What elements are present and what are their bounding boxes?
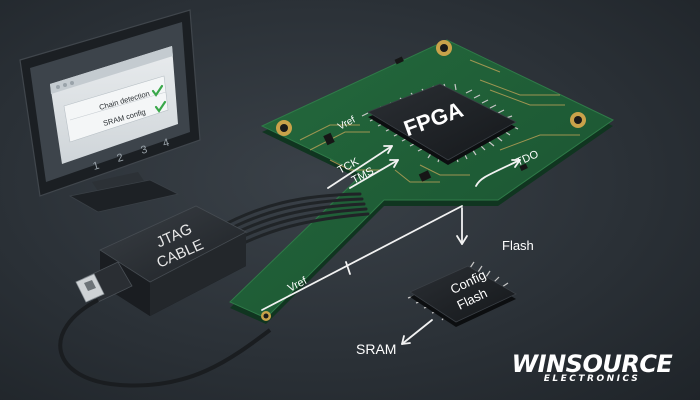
tms-arrow: [349, 159, 399, 189]
brand-subtitle: ELECTRONICS: [543, 374, 641, 384]
sram-label: SRAM: [356, 341, 396, 357]
mounting-hole: [276, 120, 292, 136]
brand-name: WINSOURCE: [511, 350, 673, 378]
step-number: 1: [92, 160, 101, 173]
window-dot: [63, 83, 67, 87]
pcb-board: [229, 39, 614, 324]
smd-component: [418, 170, 432, 182]
fpga-chip: [361, 83, 519, 165]
mounting-hole: [570, 112, 586, 128]
tck-arrow: [327, 145, 393, 189]
smd-component: [394, 56, 404, 65]
mounting-hole: [261, 311, 271, 321]
smd-component: [519, 163, 528, 171]
winsource-logo: WINSOURCE ELECTRONICS: [502, 350, 682, 390]
mounting-hole: [436, 40, 452, 56]
window-dot: [56, 85, 60, 89]
pcb-traces: [299, 59, 580, 183]
signal-arrows: [261, 145, 521, 345]
jtag-cable-box: [99, 205, 247, 316]
usb-cord: [58, 298, 272, 388]
flash-to-sram-arrow: [401, 319, 433, 345]
check-icon: [154, 100, 167, 113]
check-icon: [151, 84, 164, 97]
usb-plug: [75, 261, 133, 303]
smd-component: [323, 132, 335, 146]
window-dot: [70, 81, 74, 85]
step-number: 4: [162, 137, 171, 150]
vref-trace: [261, 205, 463, 311]
tdo-arrow: [475, 159, 521, 187]
step-number: 2: [116, 152, 125, 165]
step-numbers: 1 2 3 4: [92, 137, 171, 173]
monitor: [19, 9, 201, 213]
step-number: 3: [140, 144, 149, 157]
config-flash-chip: [407, 261, 517, 327]
flash-label: Flash: [502, 238, 534, 253]
